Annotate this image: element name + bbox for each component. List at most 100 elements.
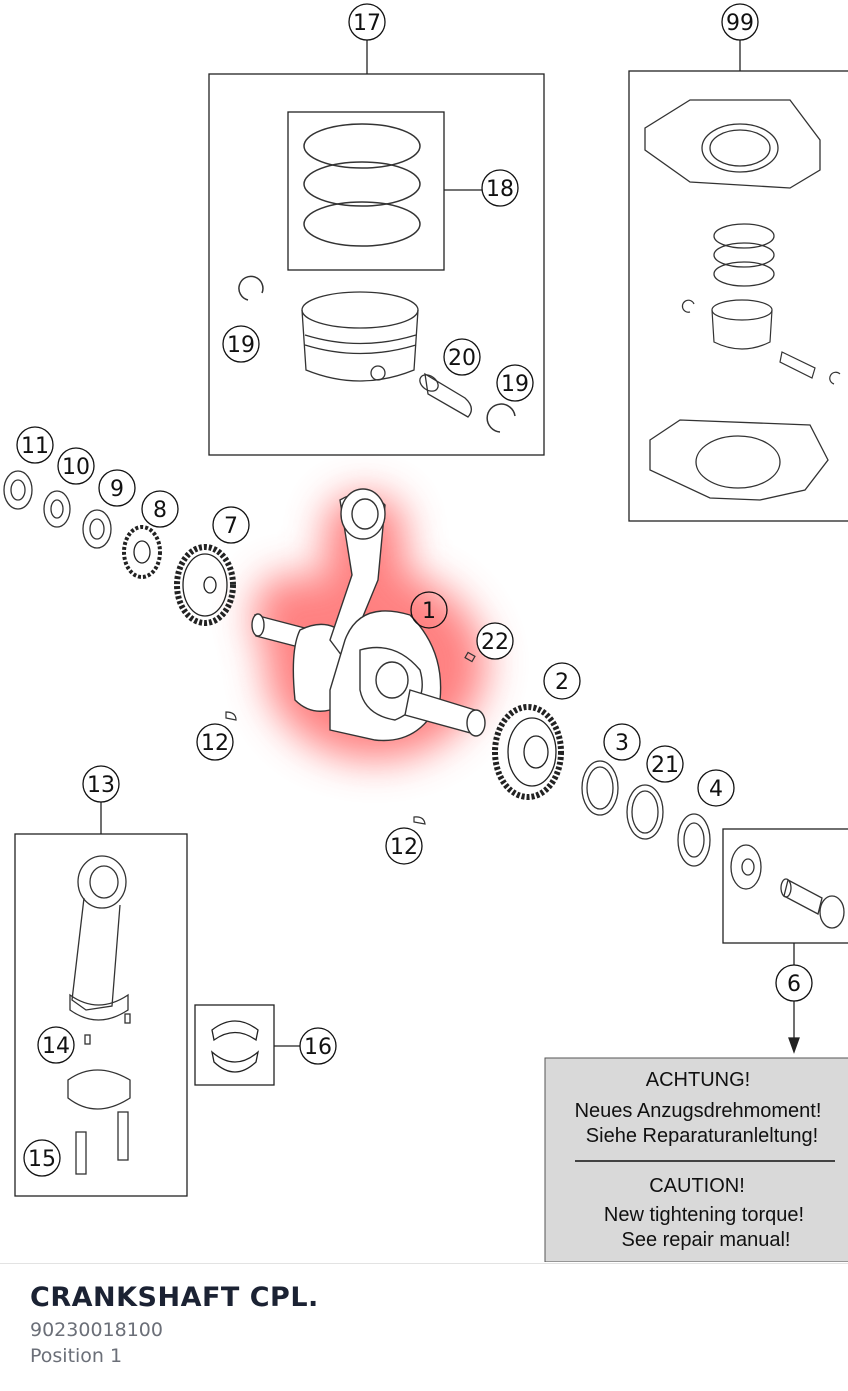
nut-4[interactable]: [677, 813, 711, 867]
callout-12[interactable]: 12: [385, 827, 423, 865]
callout-circle: [37, 1026, 75, 1064]
callout-label: 99: [726, 11, 754, 36]
callout-22[interactable]: 22: [476, 622, 514, 660]
piston-kit-box[interactable]: [208, 40, 545, 456]
exploded-parts-diagram: ACHTUNG! Neues Anzugsdrehmoment! Siehe R…: [3, 3, 848, 1262]
callout-circle: [385, 827, 423, 865]
callout-label: 21: [651, 753, 679, 778]
callout-circle: [410, 591, 448, 629]
callout-label: 13: [87, 773, 115, 798]
callout-label: 22: [481, 630, 509, 655]
callout-label: 12: [390, 835, 418, 860]
gasket-kit-rings[interactable]: [713, 223, 775, 287]
callout-14[interactable]: 14: [37, 1026, 75, 1064]
piston[interactable]: [301, 291, 419, 382]
key-22[interactable]: [464, 651, 476, 663]
callout-19[interactable]: 19: [496, 364, 534, 402]
callout-label: 19: [227, 333, 255, 358]
connecting-rod[interactable]: [67, 855, 131, 1175]
nut[interactable]: [3, 470, 33, 510]
callout-13[interactable]: 13: [82, 765, 120, 803]
warning-en-line1: New tightening torque!: [604, 1204, 804, 1226]
callout-circle: [496, 364, 534, 402]
callout-circle: [222, 325, 260, 363]
callout-19[interactable]: 19: [222, 325, 260, 363]
callout-15[interactable]: 15: [23, 1139, 61, 1177]
bearing-box[interactable]: [194, 1004, 301, 1086]
part-number: 90230018100: [30, 1319, 163, 1341]
warning-de-line2: Siehe Reparaturanleltung!: [586, 1125, 818, 1147]
callout-2[interactable]: 2: [543, 662, 581, 700]
warning-en-line2: See repair manual!: [622, 1229, 791, 1251]
callout-20[interactable]: 20: [443, 338, 481, 376]
callout-label: 14: [42, 1034, 70, 1059]
callout-circle: [23, 1139, 61, 1177]
warning-de-line1: Neues Anzugsdrehmoment!: [575, 1100, 822, 1122]
callout-label: 7: [224, 514, 238, 539]
callout-label: 2: [555, 670, 569, 695]
callout-circle: [721, 3, 759, 41]
callout-8[interactable]: 8: [141, 490, 179, 528]
part-title: CRANKSHAFT CPL.: [30, 1282, 319, 1313]
callout-16[interactable]: 16: [299, 1027, 337, 1065]
warning-en-title: CAUTION!: [649, 1175, 745, 1197]
callout-label: 15: [28, 1147, 56, 1172]
callout-10[interactable]: 10: [57, 447, 95, 485]
gasket-kit-box[interactable]: [628, 40, 848, 522]
callout-6[interactable]: 6: [775, 964, 813, 1002]
callout-circle: [57, 447, 95, 485]
callout-circle: [98, 469, 136, 507]
warning-notice: ACHTUNG! Neues Anzugsdrehmoment! Siehe R…: [544, 1057, 848, 1262]
callout-18[interactable]: 18: [481, 169, 519, 207]
bolt-box[interactable]: [722, 828, 848, 1054]
callout-11[interactable]: 11: [16, 426, 54, 464]
callout-label: 12: [201, 731, 229, 756]
base-gasket[interactable]: [649, 419, 829, 501]
gear-8[interactable]: [122, 525, 162, 579]
washer-3[interactable]: [581, 760, 619, 816]
callout-1[interactable]: 1: [410, 591, 448, 629]
callout-circle: [646, 745, 684, 783]
callout-label: 16: [304, 1035, 332, 1060]
bolt[interactable]: [730, 844, 845, 929]
callout-label: 6: [787, 972, 801, 997]
woodruff-keys[interactable]: [225, 711, 426, 825]
callout-4[interactable]: 4: [697, 769, 735, 807]
washer-10[interactable]: [43, 490, 71, 528]
callout-circle: [212, 506, 250, 544]
callout-3[interactable]: 3: [603, 723, 641, 761]
callout-99[interactable]: 99: [721, 3, 759, 41]
crankshaft[interactable]: [251, 488, 486, 742]
gear-2[interactable]: [492, 704, 564, 800]
callout-label: 11: [21, 434, 49, 459]
part-info-footer: CRANKSHAFT CPL. 90230018100 Position 1: [0, 1263, 848, 1391]
callout-circle: [775, 964, 813, 1002]
callout-circle: [16, 426, 54, 464]
callout-7[interactable]: 7: [212, 506, 250, 544]
callout-21[interactable]: 21: [646, 745, 684, 783]
callout-circle: [141, 490, 179, 528]
callout-9[interactable]: 9: [98, 469, 136, 507]
callout-circle: [348, 3, 386, 41]
callout-label: 18: [486, 177, 514, 202]
gear-7[interactable]: [174, 544, 236, 626]
piston-rings[interactable]: [303, 123, 421, 247]
callout-circle: [196, 723, 234, 761]
callout-label: 1: [422, 599, 436, 624]
washer-21[interactable]: [626, 784, 664, 840]
callout-circle: [603, 723, 641, 761]
piston-pin[interactable]: [417, 372, 472, 418]
callout-circle: [476, 622, 514, 660]
callout-label: 20: [448, 346, 476, 371]
callout-label: 19: [501, 372, 529, 397]
circlips[interactable]: [238, 275, 516, 433]
callout-17[interactable]: 17: [348, 3, 386, 41]
gasket-kit-piston[interactable]: [681, 299, 841, 385]
callout-circle: [443, 338, 481, 376]
head-gasket[interactable]: [644, 99, 821, 189]
connecting-rod-box[interactable]: [14, 800, 188, 1197]
callout-12[interactable]: 12: [196, 723, 234, 761]
washer-9[interactable]: [82, 509, 112, 549]
callout-circle: [299, 1027, 337, 1065]
